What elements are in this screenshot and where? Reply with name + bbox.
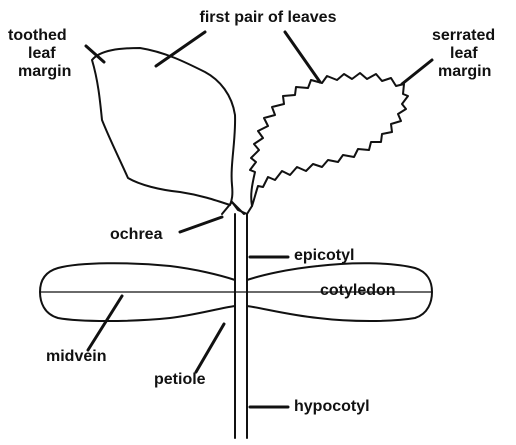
leader-midvein — [88, 296, 122, 350]
right-leaf — [250, 73, 408, 206]
left-leaf — [92, 48, 235, 205]
label-first-pair-of-leaves: first pair of leaves — [168, 8, 368, 28]
label-hypocotyl: hypocotyl — [294, 397, 370, 417]
label-serrated: serrated — [432, 26, 495, 46]
label-toothed-leaf: leaf — [28, 44, 56, 64]
leader-first-pair-right — [285, 32, 320, 82]
label-ochrea: ochrea — [110, 225, 162, 245]
label-toothed-margin: margin — [18, 62, 71, 82]
label-serrated-margin: margin — [438, 62, 491, 82]
leader-serrated — [402, 60, 432, 84]
leader-petiole — [196, 324, 224, 372]
label-petiole: petiole — [154, 370, 206, 390]
label-epicotyl: epicotyl — [294, 246, 354, 266]
label-serrated-leaf: leaf — [450, 44, 478, 64]
label-toothed: toothed — [8, 26, 67, 46]
label-cotyledon: cotyledon — [320, 281, 396, 301]
label-midvein: midvein — [46, 347, 106, 367]
leader-ochrea — [180, 217, 222, 232]
